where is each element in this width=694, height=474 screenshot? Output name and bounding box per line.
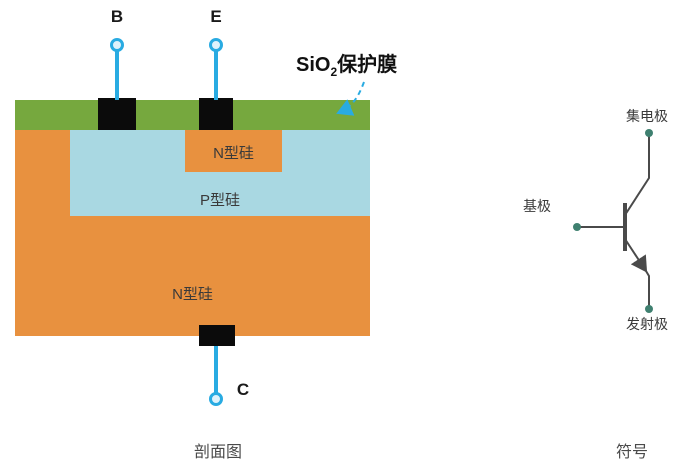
oxide-callout-subscript: 2 [330, 65, 338, 79]
emitter-terminal-dot-symbol [645, 305, 653, 313]
oxide-callout-label: SiO2保护膜 [296, 48, 397, 79]
base-terminal-dot-symbol [573, 223, 581, 231]
emitter-arrow-line [624, 238, 648, 273]
p-region-label: P型硅 [199, 192, 240, 209]
collector-line [624, 136, 650, 216]
collector-lead-wire [214, 346, 218, 394]
pin-label-e: E [210, 7, 222, 26]
oxide-callout-prefix: SiO [296, 54, 331, 76]
pin-label-c: C [236, 380, 250, 399]
base-contact [98, 98, 136, 130]
collector-contact [199, 325, 235, 346]
emitter-line [645, 270, 650, 306]
emitter-contact [199, 98, 233, 130]
collector-label: 集电极 [626, 108, 668, 124]
oxide-callout-suffix: 保护膜 [337, 54, 398, 76]
transistor-symbol [573, 129, 653, 313]
collector-terminal-dot [209, 392, 223, 406]
oxide-layer [15, 100, 370, 130]
pin-label-b: B [110, 7, 124, 26]
emitter-terminal-dot [209, 38, 223, 52]
base-terminal-dot [110, 38, 124, 52]
n-emitter-region [185, 130, 282, 172]
base-label: 基极 [523, 198, 551, 214]
base-lead-wire [115, 50, 119, 100]
cross-section-caption: 剖面图 [193, 444, 242, 461]
emitter-label: 发射极 [626, 316, 668, 332]
collector-terminal-dot-symbol [645, 129, 653, 137]
emitter-region-label: N型硅 [213, 145, 254, 162]
symbol-caption: 符号 [615, 444, 648, 461]
emitter-lead-wire [214, 50, 218, 100]
substrate-region-label: N型硅 [172, 286, 213, 303]
